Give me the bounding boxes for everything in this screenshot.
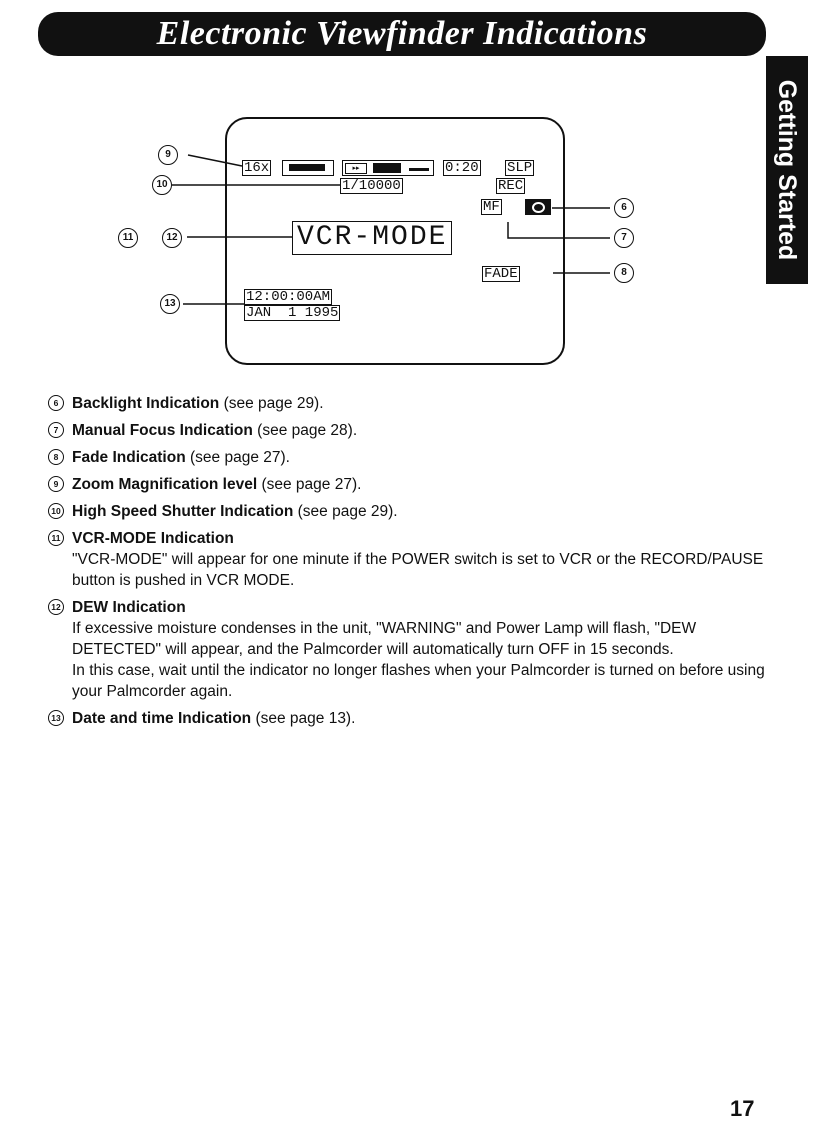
legend-reference: (see page 29). bbox=[293, 503, 398, 520]
legend-title: High Speed Shutter Indication bbox=[72, 503, 294, 520]
legend-number: 6 bbox=[48, 395, 64, 411]
callout-10: 10 bbox=[152, 175, 172, 195]
rec-indicator: REC bbox=[496, 178, 526, 194]
callout-12: 12 bbox=[162, 228, 182, 248]
legend-reference: (see page 27). bbox=[257, 476, 362, 493]
callout-8: 8 bbox=[614, 263, 634, 283]
legend-reference: (see page 13). bbox=[251, 710, 356, 727]
legend-reference: (see page 27). bbox=[185, 449, 290, 466]
legend-item: 12 DEW Indication If excessive moisture … bbox=[48, 597, 768, 702]
legend-description: In this case, wait until the indicator n… bbox=[72, 662, 765, 700]
legend-reference: (see page 29). bbox=[219, 395, 324, 412]
legend-description: If excessive moisture condenses in the u… bbox=[72, 620, 697, 658]
legend-item: 11 VCR-MODE Indication "VCR-MODE" will a… bbox=[48, 528, 768, 591]
legend-item: 10 High Speed Shutter Indication (see pa… bbox=[48, 501, 768, 522]
indication-legend: 6 Backlight Indication (see page 29). 7 … bbox=[48, 393, 768, 735]
time-display: 12:00:00AM bbox=[244, 289, 333, 305]
legend-item: 8 Fade Indication (see page 27). bbox=[48, 447, 768, 468]
legend-reference: (see page 28). bbox=[252, 422, 358, 439]
legend-item: 9 Zoom Magnification level (see page 27)… bbox=[48, 474, 768, 495]
callout-9: 9 bbox=[158, 145, 178, 165]
legend-number: 9 bbox=[48, 476, 64, 492]
shutter-speed: 1/10000 bbox=[340, 178, 403, 194]
date-display: JAN 1 1995 bbox=[244, 305, 341, 321]
shutter-mode-icon: ▸▸ bbox=[342, 160, 434, 176]
vcr-mode-indicator: VCR-MODE bbox=[292, 221, 453, 255]
legend-number: 7 bbox=[48, 422, 64, 438]
callout-7: 7 bbox=[614, 228, 634, 248]
legend-title: Manual Focus Indication bbox=[72, 422, 253, 439]
backlight-icon bbox=[525, 199, 551, 215]
legend-description: "VCR-MODE" will appear for one minute if… bbox=[72, 551, 764, 589]
tape-speed: SLP bbox=[505, 160, 535, 176]
legend-item: 6 Backlight Indication (see page 29). bbox=[48, 393, 768, 414]
callout-13: 13 bbox=[160, 294, 180, 314]
viewfinder-screen bbox=[225, 117, 565, 365]
legend-number: 10 bbox=[48, 503, 64, 519]
legend-item: 7 Manual Focus Indication (see page 28). bbox=[48, 420, 768, 441]
legend-title: VCR-MODE Indication bbox=[72, 530, 234, 547]
zoom-indicator: 16x bbox=[242, 160, 272, 176]
zoom-bar-icon bbox=[282, 160, 334, 176]
page-number: 17 bbox=[730, 1096, 755, 1121]
legend-title: Backlight Indication bbox=[72, 395, 220, 412]
legend-title: DEW Indication bbox=[72, 599, 186, 616]
section-tab: Getting Started bbox=[766, 56, 808, 284]
legend-title: Zoom Magnification level bbox=[72, 476, 258, 493]
page-title: Electronic Viewfinder Indications bbox=[156, 15, 648, 52]
legend-item: 13 Date and time Indication (see page 13… bbox=[48, 708, 768, 729]
fade-indicator: FADE bbox=[482, 266, 520, 282]
legend-title: Fade Indication bbox=[72, 449, 186, 466]
time-remaining: 0:20 bbox=[443, 160, 481, 176]
legend-number: 13 bbox=[48, 710, 64, 726]
title-bar: Electronic Viewfinder Indications bbox=[38, 12, 766, 56]
callout-11: 11 bbox=[118, 228, 138, 248]
legend-number: 12 bbox=[48, 599, 64, 615]
legend-title: Date and time Indication bbox=[72, 710, 252, 727]
viewfinder-leader-lines bbox=[172, 154, 610, 305]
manual-focus-indicator: MF bbox=[481, 199, 502, 215]
legend-number: 8 bbox=[48, 449, 64, 465]
legend-number: 11 bbox=[48, 530, 64, 546]
callout-6: 6 bbox=[614, 198, 634, 218]
